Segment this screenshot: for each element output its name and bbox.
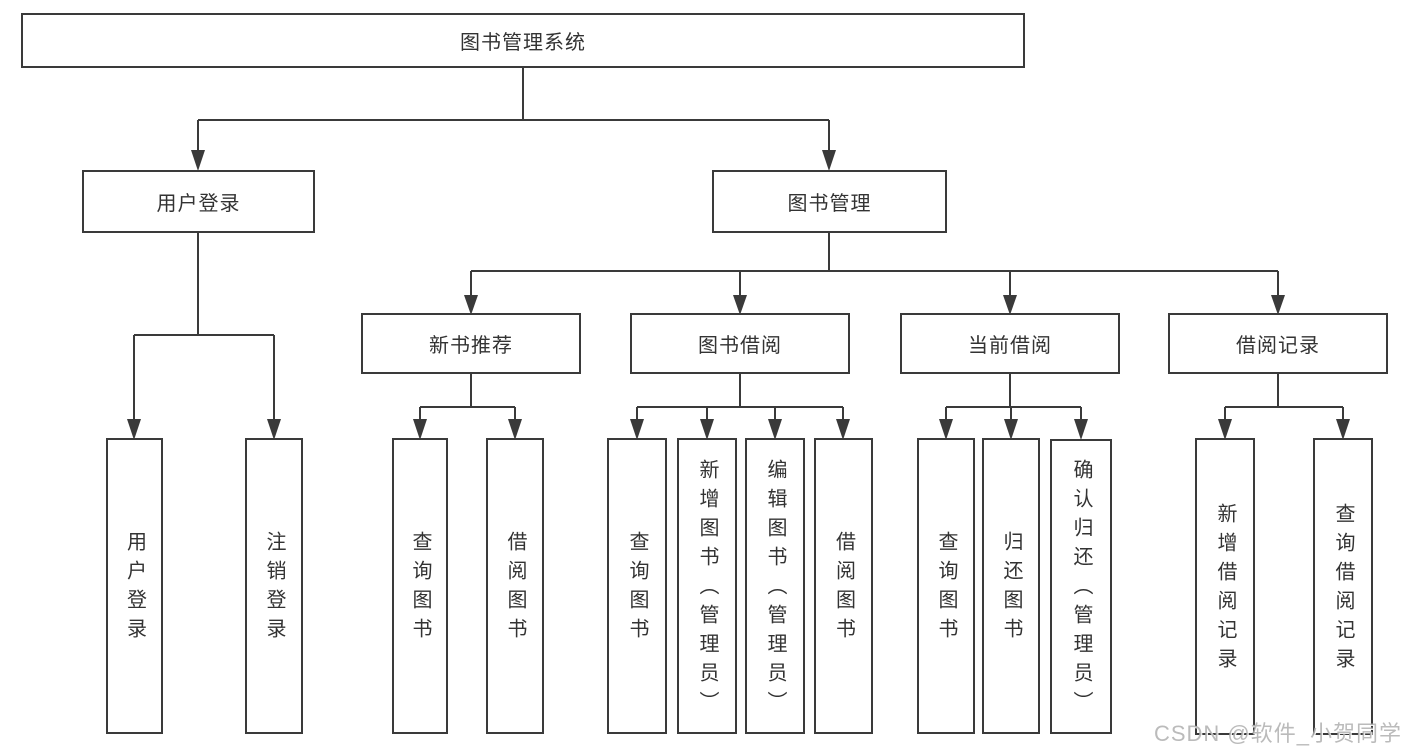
- node-leaf-edit-books-admin: 编辑图书（管理员）: [745, 438, 805, 734]
- node-leaf-borrow-books: 借阅图书: [814, 438, 873, 734]
- node-label: 借阅记录: [1236, 335, 1320, 357]
- csdn-watermark: CSDN @软件_小贺同学: [1153, 721, 1402, 746]
- node-borrowing-records: 借阅记录: [1168, 313, 1388, 374]
- node-leaf-return-books: 归还图书: [982, 438, 1040, 734]
- arrowheads: [127, 150, 1350, 440]
- node-label: 图书管理: [787, 193, 872, 215]
- node-label: 查询图书: [626, 531, 648, 647]
- node-label: 编辑图书（管理员）: [764, 458, 786, 720]
- node-current-borrowing: 当前借阅: [900, 313, 1120, 374]
- node-leaf-add-books-admin: 新增图书（管理员）: [677, 438, 737, 734]
- node-label: 查询借阅记录: [1332, 502, 1354, 677]
- node-leaf-confirm-return-admin: 确认归还（管理员）: [1050, 439, 1112, 734]
- node-book-management: 图书管理: [712, 170, 947, 233]
- node-label: 用户登录: [156, 193, 241, 215]
- node-leaf-logout: 注销登录: [245, 438, 303, 734]
- node-label: 图书管理系统: [460, 32, 586, 54]
- node-leaf-user-login: 用户登录: [106, 438, 163, 734]
- node-label: 查询图书: [409, 531, 431, 647]
- node-label: 确认归还（管理员）: [1070, 459, 1092, 720]
- node-leaf-borrow-books-rec: 借阅图书: [486, 438, 544, 734]
- node-label: 注销登录: [263, 531, 285, 647]
- node-leaf-query-borrow-record: 查询借阅记录: [1313, 438, 1373, 735]
- node-label: 当前借阅: [968, 335, 1052, 357]
- node-label: 查询图书: [935, 531, 957, 647]
- node-label: 用户登录: [123, 531, 146, 647]
- node-label: 借阅图书: [504, 531, 526, 647]
- node-label: 归还图书: [1000, 531, 1022, 647]
- node-leaf-query-books-rec: 查询图书: [392, 438, 448, 734]
- node-user-login: 用户登录: [82, 170, 315, 233]
- node-leaf-query-books-current: 查询图书: [917, 438, 975, 734]
- node-library-management-system: 图书管理系统: [21, 13, 1025, 68]
- node-leaf-add-borrow-record: 新增借阅记录: [1195, 438, 1255, 735]
- node-label: 借阅图书: [832, 531, 855, 647]
- node-new-book-recommendation: 新书推荐: [361, 313, 581, 374]
- node-leaf-query-books-borrow: 查询图书: [607, 438, 667, 734]
- node-book-borrowing: 图书借阅: [630, 313, 850, 374]
- node-label: 新增图书（管理员）: [696, 458, 718, 720]
- node-label: 图书借阅: [698, 335, 782, 357]
- node-label: 新增借阅记录: [1214, 502, 1236, 677]
- node-label: 新书推荐: [429, 335, 513, 357]
